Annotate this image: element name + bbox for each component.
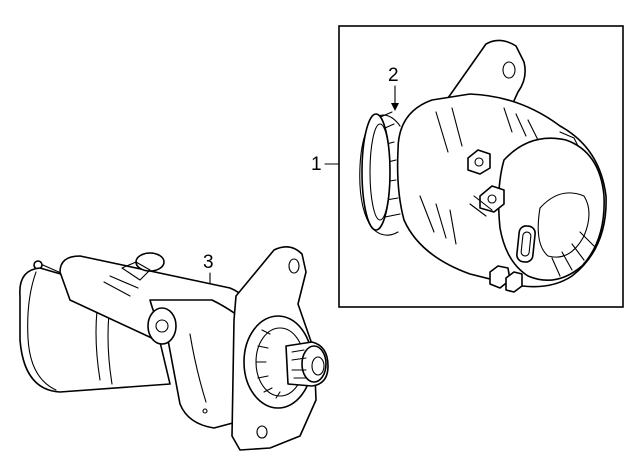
callout-2-label[interactable]: 2 — [388, 65, 399, 86]
callout-1-label[interactable]: 1 — [311, 154, 322, 175]
alternator-inset-box — [338, 25, 624, 308]
starter-motor-illustration[interactable] — [19, 246, 329, 451]
callout-3-label[interactable]: 3 — [203, 252, 214, 273]
alternator-illustration[interactable] — [359, 39, 607, 293]
callout-2-arrowhead — [391, 103, 399, 111]
